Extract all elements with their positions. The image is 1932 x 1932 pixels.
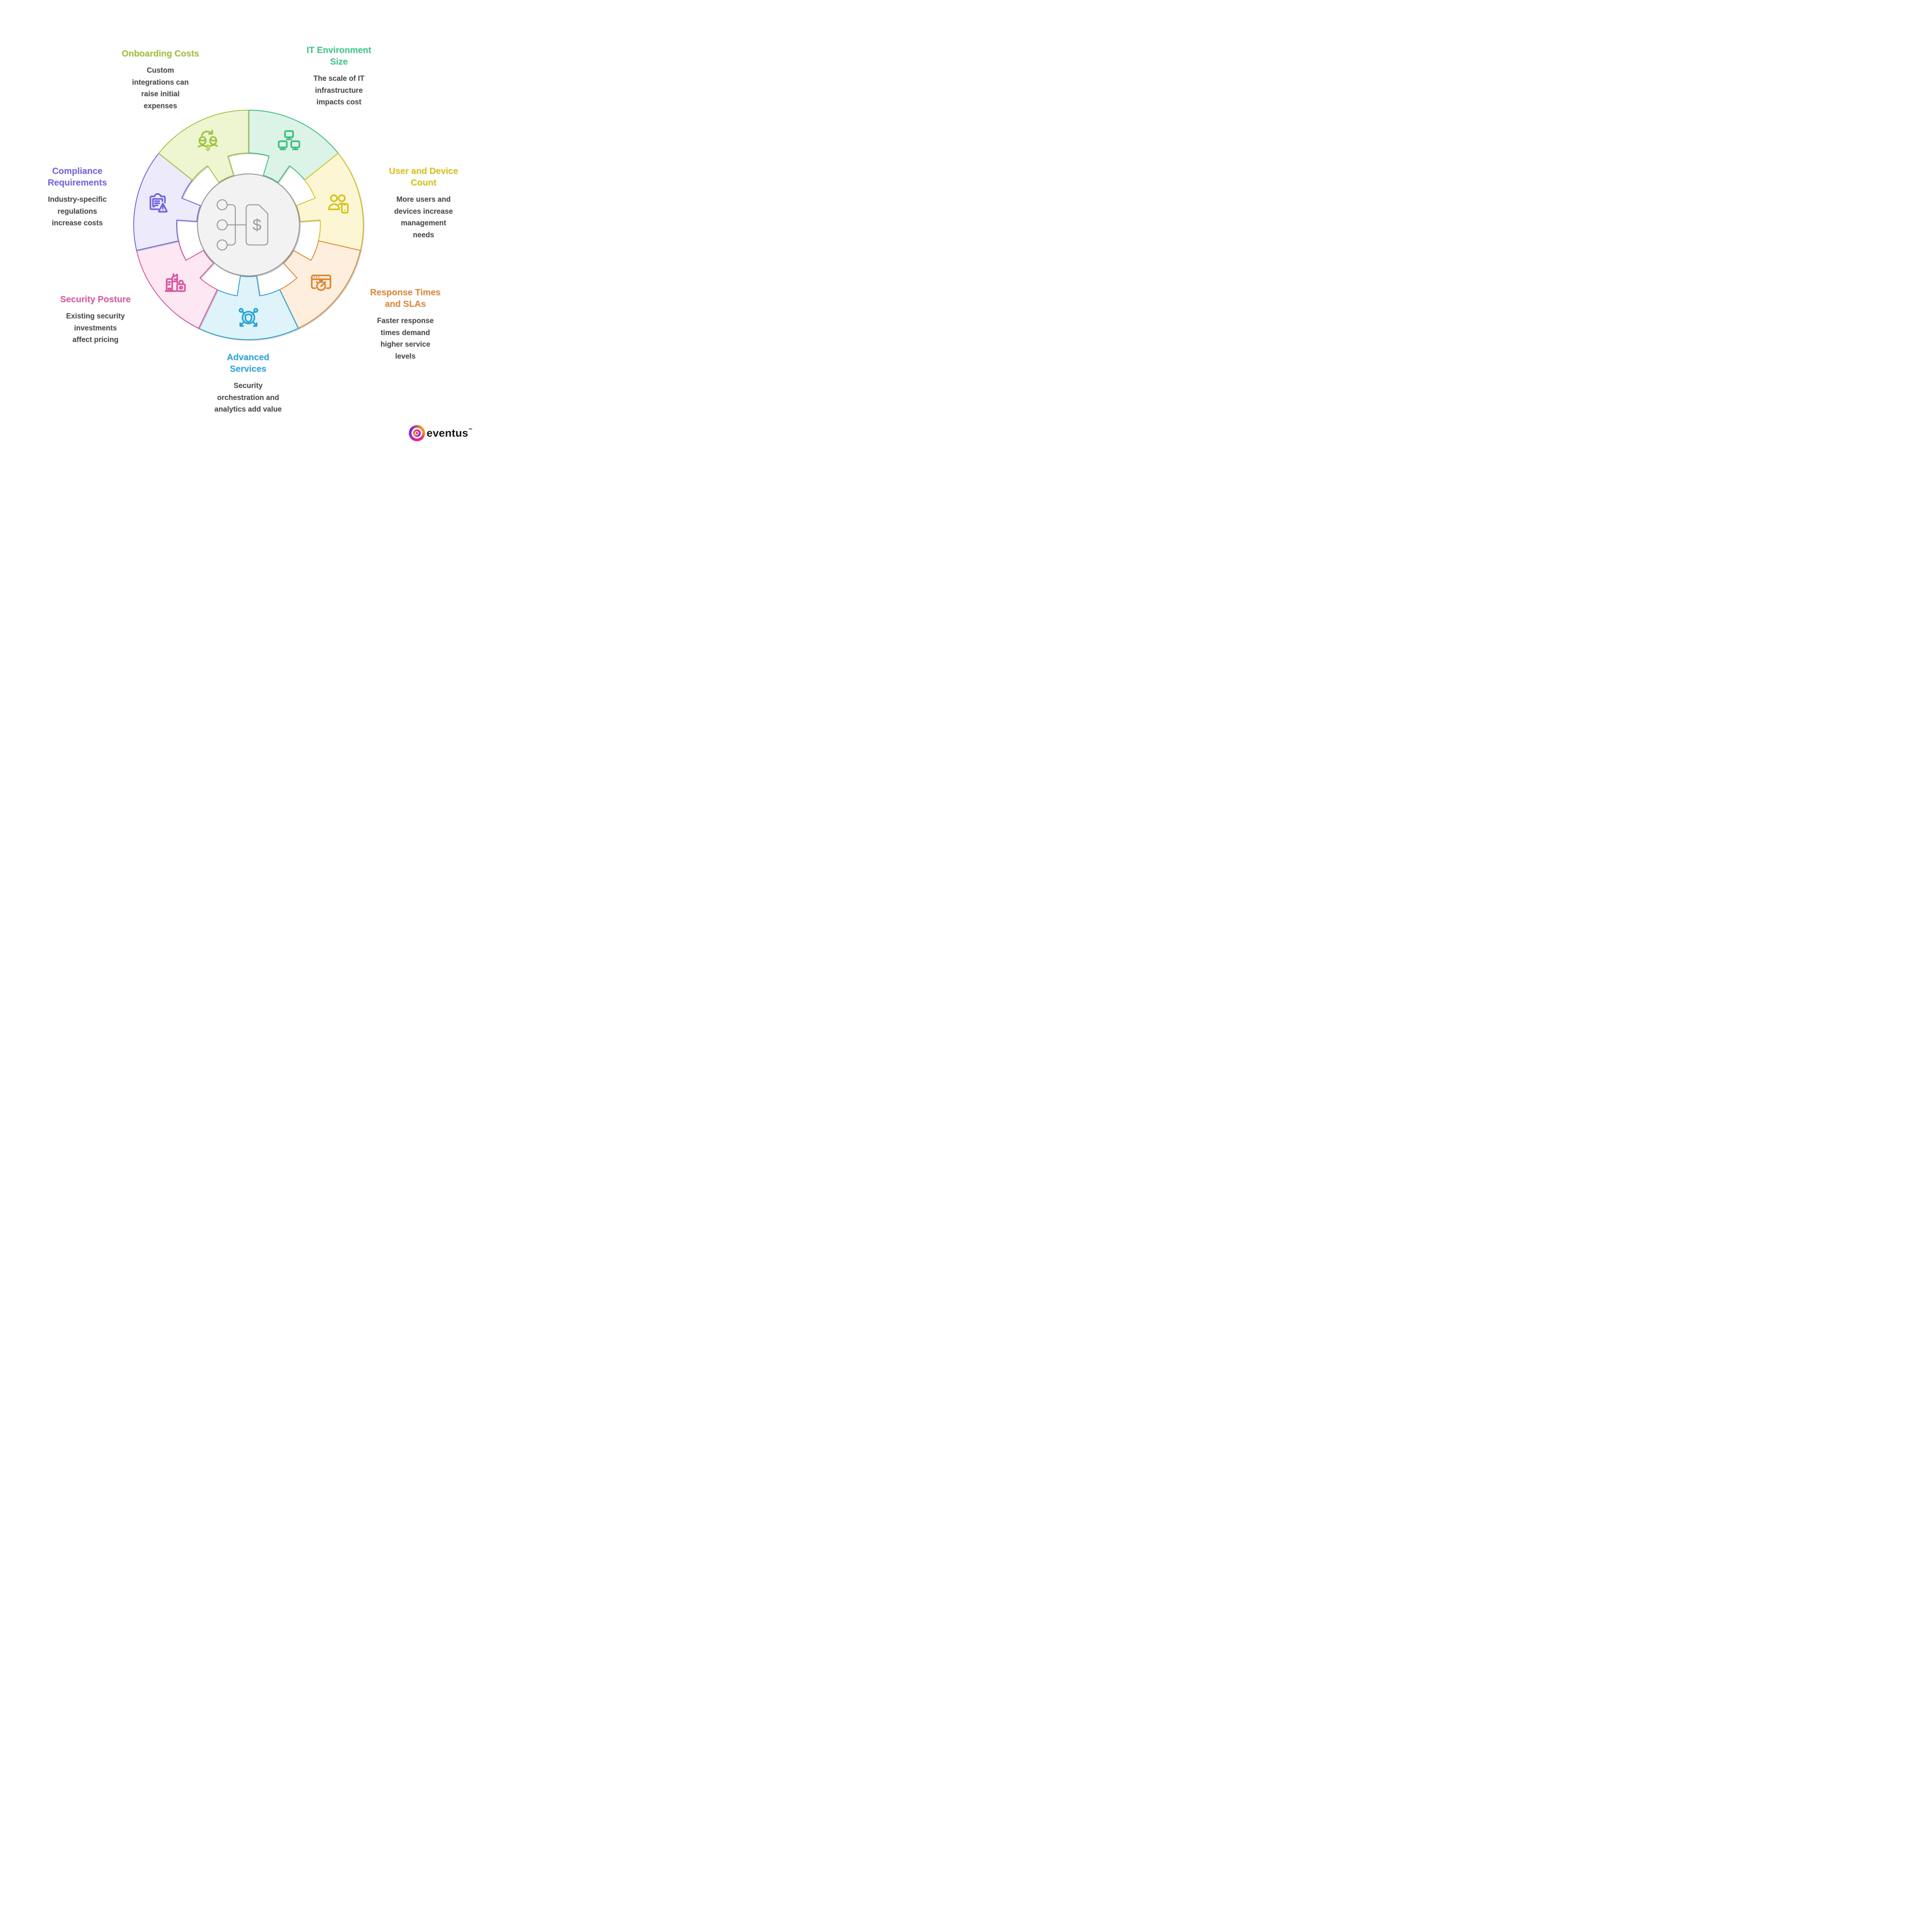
factor-description: More users and devices increase manageme…	[394, 195, 453, 240]
factor-description: Existing security investments affect pri…	[66, 312, 125, 344]
factor-compliance-requirements: Compliance Requirements Industry-specifi…	[37, 165, 118, 230]
factor-title: Security Posture	[60, 294, 131, 304]
clipboard-warning-icon	[145, 191, 170, 217]
pricing-factors-wheel: $	[125, 101, 372, 349]
factor-user-device-count: User and Device Count More users and dev…	[383, 165, 464, 242]
factor-description: The scale of IT infrastructure impacts c…	[313, 74, 364, 107]
factor-title: IT Environment Size	[306, 45, 371, 66]
factor-title: Response Times and SLAs	[370, 287, 441, 309]
factor-title: Advanced Services	[227, 352, 269, 374]
trademark-symbol: ™	[468, 428, 473, 432]
factor-title: Onboarding Costs	[121, 48, 199, 58]
building-lock-icon	[163, 270, 189, 296]
currency-exchange-icon: $	[195, 128, 221, 154]
wheel-center-circle	[197, 173, 300, 277]
factor-title: User and Device Count	[389, 166, 458, 187]
factor-onboarding-costs: Onboarding Costs Custom integrations can…	[120, 48, 201, 112]
factor-title: Compliance Requirements	[48, 166, 107, 187]
infographic-canvas: $	[0, 0, 522, 488]
factor-response-times-slas: Response Times and SLAs Faster response …	[365, 287, 446, 363]
factor-it-environment-size: IT Environment Size The scale of IT infr…	[298, 44, 379, 109]
shield-network-icon	[236, 305, 261, 331]
svg-text:$: $	[206, 143, 210, 153]
eventus-logo: eventus™	[409, 425, 473, 441]
factor-description: Custom integrations can raise initial ex…	[132, 66, 189, 111]
eventus-logo-text: eventus™	[427, 427, 473, 439]
factor-description: Faster response times demand higher serv…	[377, 316, 434, 361]
factor-description: Industry-specific regulations increase c…	[48, 195, 107, 228]
factor-advanced-services: Advanced Services Security orchestration…	[207, 352, 289, 416]
eventus-logo-mark	[409, 425, 425, 441]
factor-security-posture: Security Posture Existing security inves…	[55, 294, 136, 346]
dollar-glyph: $	[252, 216, 261, 234]
stopwatch-browser-icon	[308, 270, 334, 296]
factor-description: Security orchestration and analytics add…	[214, 381, 282, 414]
users-device-icon	[327, 191, 352, 217]
network-monitors-icon	[276, 128, 302, 154]
pricing-structure-icon: $	[216, 199, 269, 251]
